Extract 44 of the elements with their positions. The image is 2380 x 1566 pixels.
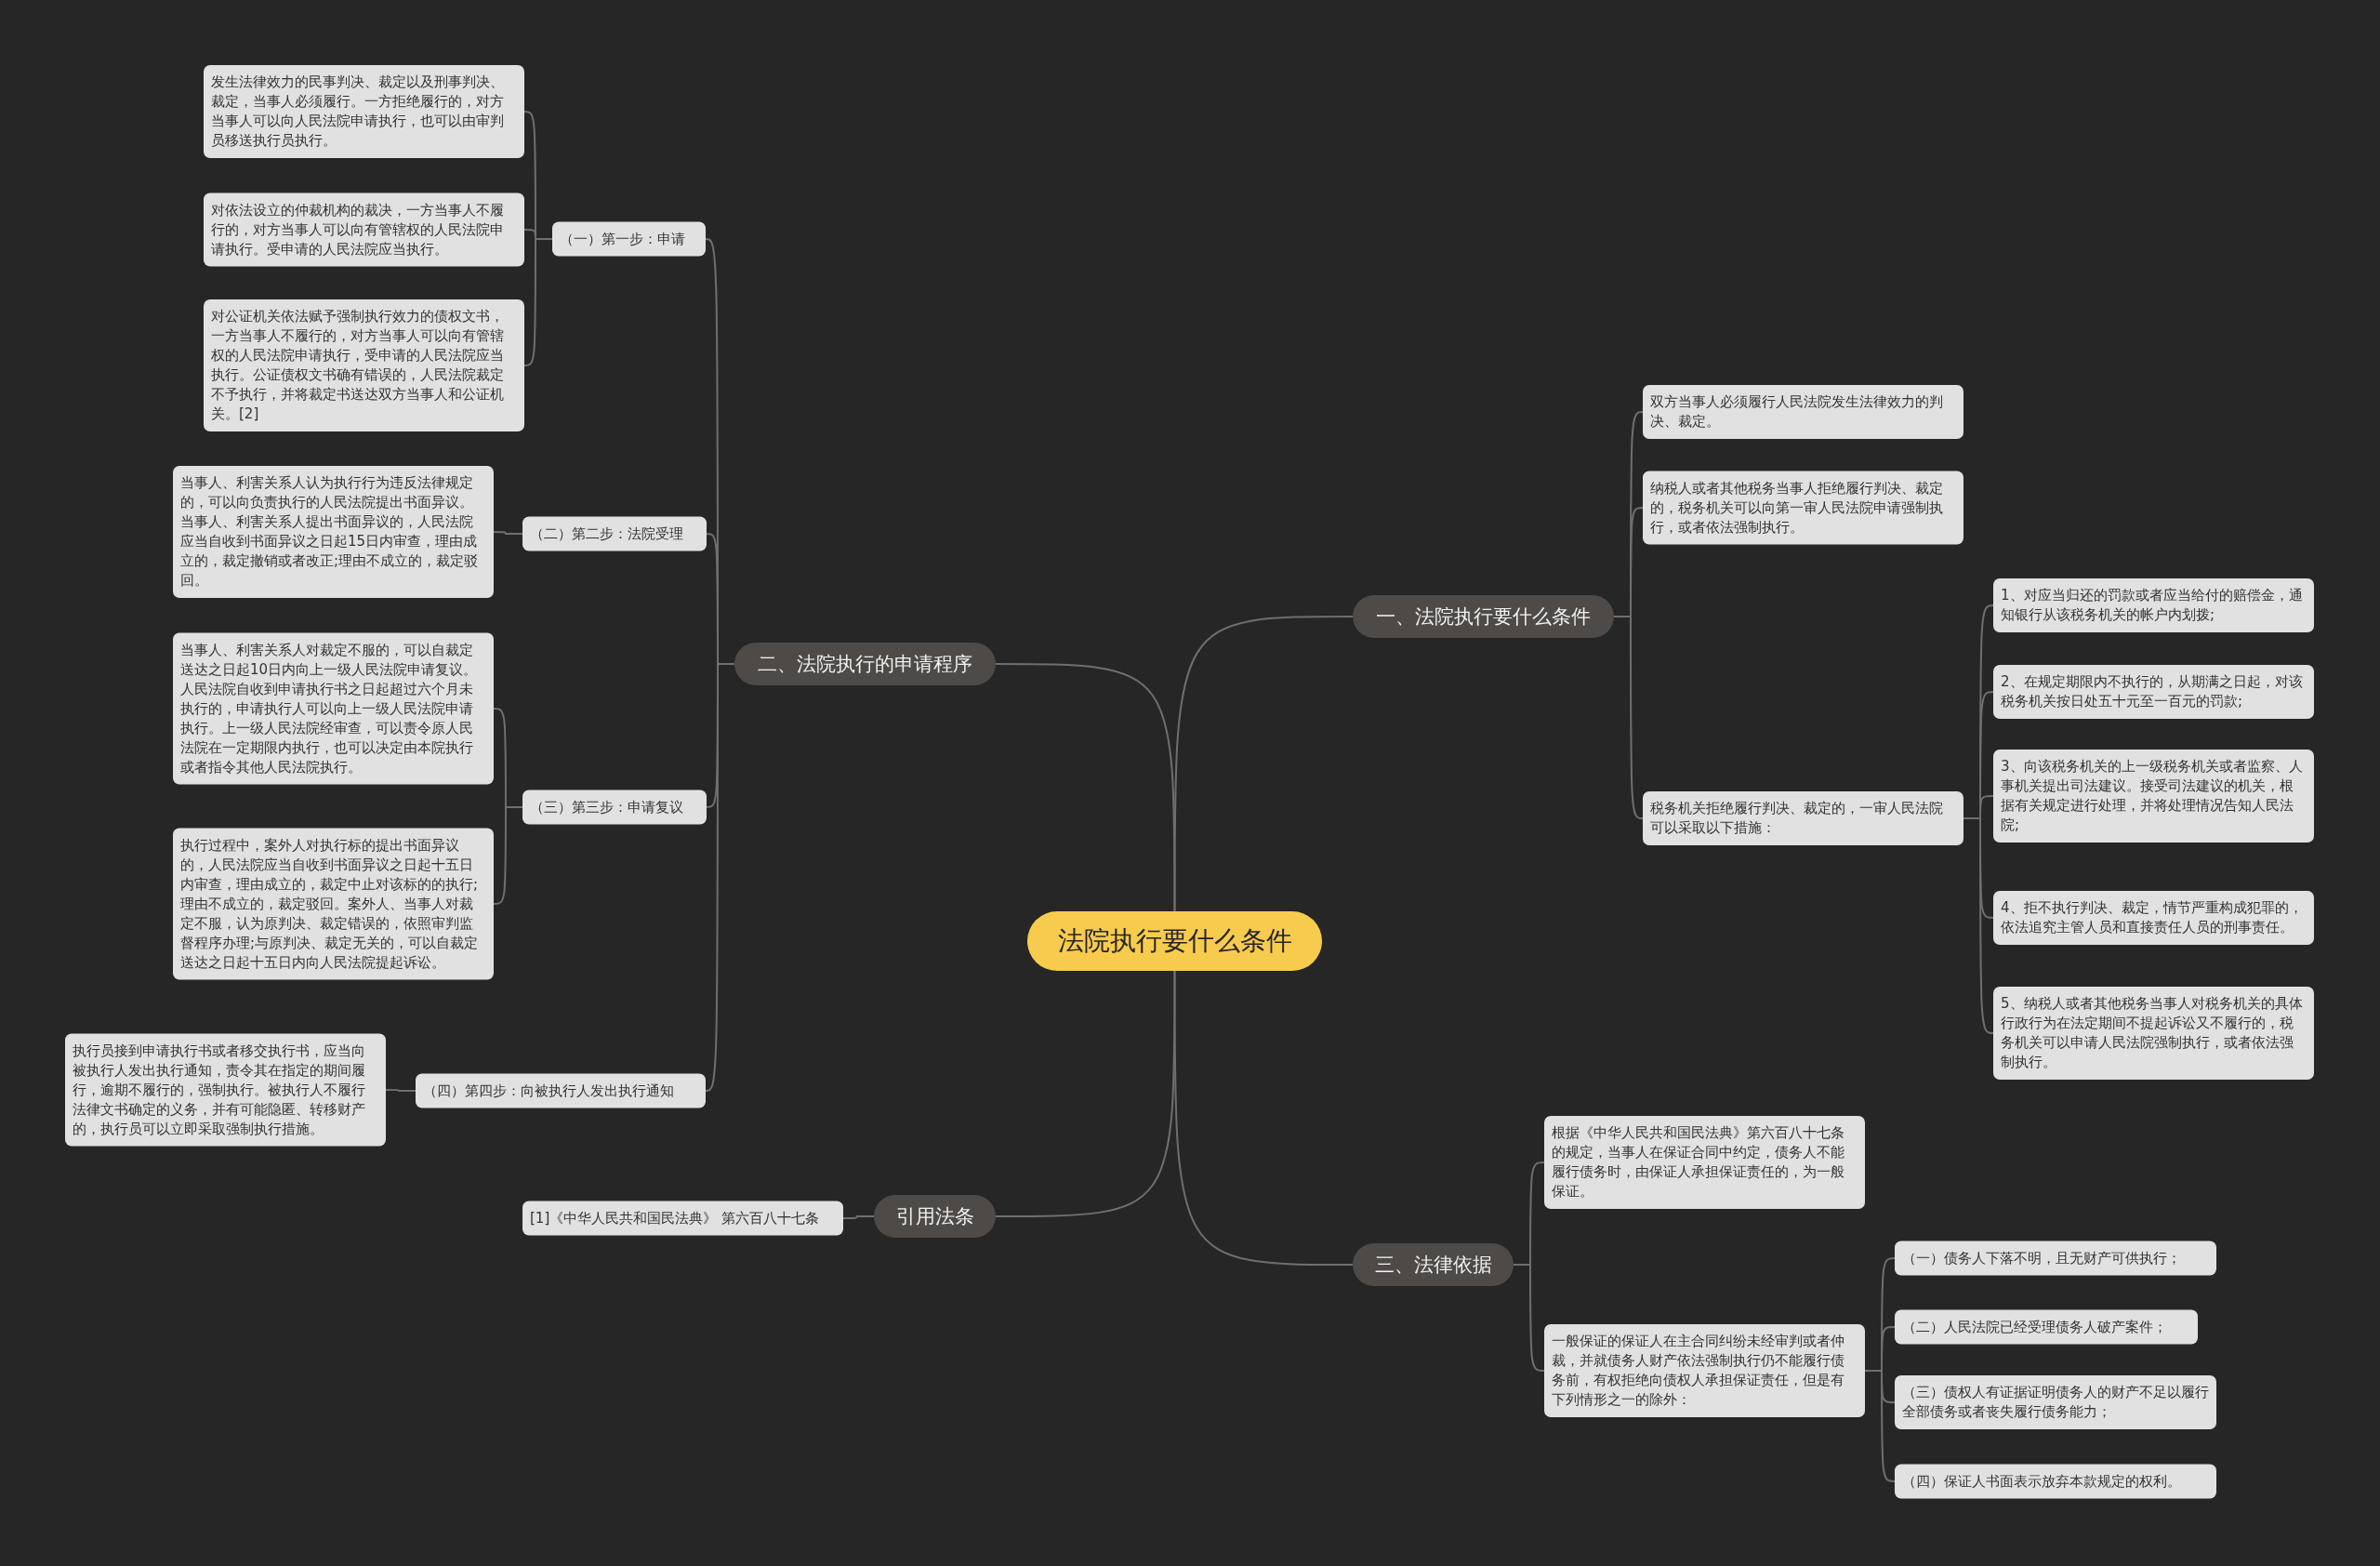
topic-card: （四）保证人书面表示放弃本款规定的权利。 [1895,1464,2216,1499]
topic-card: 3、向该税务机关的上一级税务机关或者监察、人事机关提出司法建议。接受司法建议的机关，根据有关规定进行处理，并将处理情况告知人民法院; [1993,750,2314,843]
topic-card: 对公证机关依法赋予强制执行效力的债权文书，一方当事人不履行的，对方当事人可以向有管辖权的人民法院申请执行，受申请的人民法院应当执行。公证债权文书确有错误的，人民法院裁定不予执行，并将裁定书送达双方当事人和公证机关。[2] [204,299,524,431]
topic-card: 执行员接到申请执行书或者移交执行书，应当向被执行人发出执行通知，责令其在指定的期间履行，逾期不履行的，强制执行。被执行人不履行法律文书确定的义务，并有可能隐匿、转移财产的，执行员可以立即采取强制执行措施。 [65,1033,386,1147]
topic-card: 执行过程中，案外人对执行标的提出书面异议的，人民法院应当自收到书面异议之日起十五日内审查，理由成立的，裁定中止对该标的的执行;理由不成立的，裁定驳回。案外人、当事人对裁定不服，认为原判决、裁定错误的，依照审判监督程序办理;与原判决、裁定无关的，可以自裁定送达之日起十五日内向人民法院提起诉讼。 [173,828,494,980]
topic-card: [1]《中华人民共和国民法典》 第六百八十七条 [522,1201,843,1236]
central-topic: 法院执行要什么条件 [1027,911,1322,971]
connector-line [493,806,523,905]
connector-line [842,1215,875,1219]
topic-card: 1、对应当归还的罚款或者应当给付的赔偿金，通知银行从该税务机关的帐户内划拨; [1993,578,2314,632]
topic-card: （二）人民法院已经受理债务人破产案件； [1895,1309,2198,1345]
connector-line [995,970,1176,1217]
topic-card: 4、拒不执行判决、裁定，情节严重构成犯罪的，依法追究主管人员和直接责任人员的刑事责任。 [1993,891,2314,945]
topic-card: 当事人、利害关系人认为执行行为违反法律规定的，可以向负责执行的人民法院提出书面异议。当事人、利害关系人提出书面异议的，人民法院应当自收到书面异议之日起15日内审查，理由成立的，裁定撤销或者改正;理由不成立的，裁定驳回。 [173,466,494,598]
topic-card: （三）第三步：申请复议 [522,790,707,825]
topic-card: 根据《中华人民共和国民法典》第六百八十七条的规定，当事人在保证合同中约定，债务人不能履行债务时，由保证人承担保证责任的，为一般保证。 [1544,1116,1865,1209]
topic-card: 双方当事人必须履行人民法院发生法律效力的判决、裁定。 [1643,385,1964,439]
branch-topic: 三、法律依据 [1353,1243,1514,1286]
topic-card: （一）债务人下落不明，且无财产可供执行； [1895,1241,2216,1276]
connector-line [995,663,1176,912]
topic-card: 税务机关拒绝履行判决、裁定的，一审人民法院可以采取以下措施： [1643,791,1964,845]
connector-line [1613,616,1644,819]
topic-card: （一）第一步：申请 [552,221,706,257]
topic-card: （三）债权人有证据证明债务人的财产不足以履行全部债务或者丧失履行债务能力； [1895,1375,2216,1429]
connector-line [1864,1370,1896,1482]
topic-card: （二）第二步：法院受理 [522,516,707,551]
connector-line [523,238,553,366]
connector-line [1963,817,1994,1034]
connector-line [1173,970,1354,1266]
connector-line [1173,616,1354,912]
connector-line [1513,1264,1545,1372]
branch-topic: 一、法院执行要什么条件 [1353,595,1614,638]
connector-line [385,1089,416,1092]
topic-card: 2、在规定期限内不执行的，从期满之日起，对该税务机关按日处五十元至一百元的罚款; [1993,665,2314,719]
topic-card: 纳税人或者其他税务当事人拒绝履行判决、裁定的，税务机关可以向第一审人民法院申请强制执行，或者依法强制执行。 [1643,471,1964,545]
branch-topic: 二、法院执行的申请程序 [734,643,996,685]
topic-card: 发生法律效力的民事判决、裁定以及刑事判决、裁定，当事人必须履行。一方拒绝履行的，对方当事人可以向人民法院申请执行，也可以由审判员移送执行员执行。 [204,65,524,158]
topic-card: 5、纳税人或者其他税务当事人对税务机关的具体行政行为在法定期间不提起诉讼又不履行的，税务机关可以申请人民法院强制执行，或者依法强制执行。 [1993,987,2314,1080]
branch-topic: 引用法条 [874,1195,996,1238]
connector-line [493,531,523,535]
topic-card: 一般保证的保证人在主合同纠纷未经审判或者仲裁，并就债务人财产依法强制执行仍不能履行债务前，有权拒绝向债权人承担保证责任，但是有下列情形之一的除外： [1544,1324,1865,1417]
topic-card: 当事人、利害关系人对裁定不服的，可以自裁定送达之日起10日内向上一级人民法院申请复议。人民法院自收到申请执行书之日起超过六个月未执行的，申请执行人可以向上一级人民法院申请执行。上一级人民法院经审查，可以责令原人民法院在一定期限内执行，也可以决定由本院执行或者指令其他人民法院执行。 [173,632,494,785]
topic-card: 对依法设立的仲裁机构的裁决，一方当事人不履行的，对方当事人可以向有管辖权的人民法院申请执行。受申请的人民法院应当执行。 [204,192,524,267]
topic-card: （四）第四步：向被执行人发出执行通知 [416,1073,706,1108]
